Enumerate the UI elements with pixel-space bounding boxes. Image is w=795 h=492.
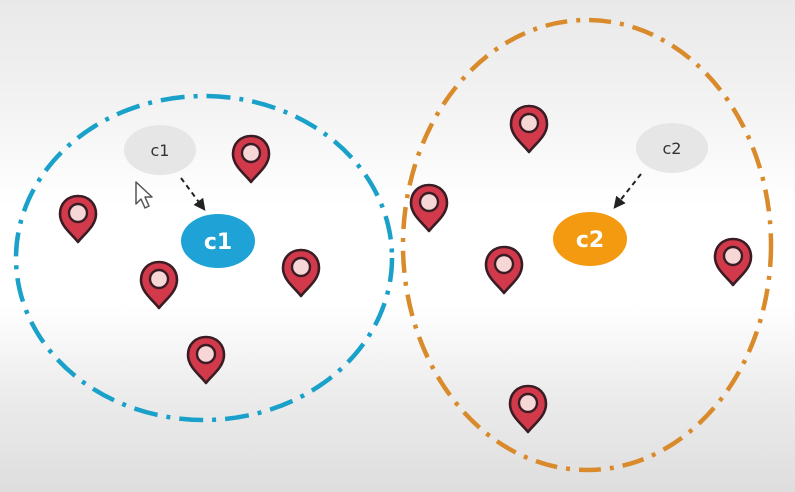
map-pin-icon [508, 384, 548, 434]
mouse-cursor-icon [135, 181, 153, 209]
map-pin-icon [58, 194, 98, 244]
map-pin-icon [509, 104, 549, 154]
new-centroid-2-label: c2 [576, 228, 604, 253]
old-centroid-1: c1 [124, 125, 196, 175]
map-pin-icon [484, 245, 524, 295]
cluster-1-boundary [13, 93, 395, 423]
old-centroid-2: c2 [636, 123, 708, 173]
map-pin-icon [139, 260, 179, 310]
cluster-2-boundary [400, 17, 774, 473]
new-centroid-1-label: c1 [204, 230, 232, 255]
map-pin-icon [409, 183, 449, 233]
dashed-arrow-icon [180, 177, 206, 211]
map-pin-icon [713, 237, 753, 287]
map-pin-icon [186, 335, 226, 385]
old-centroid-2-label: c2 [663, 139, 682, 158]
map-pin-icon [231, 134, 271, 184]
old-centroid-1-label: c1 [151, 141, 170, 160]
new-centroid-2: c2 [553, 212, 627, 266]
dashed-arrow-icon [613, 173, 642, 209]
new-centroid-1: c1 [181, 214, 255, 268]
map-pin-icon [281, 248, 321, 298]
